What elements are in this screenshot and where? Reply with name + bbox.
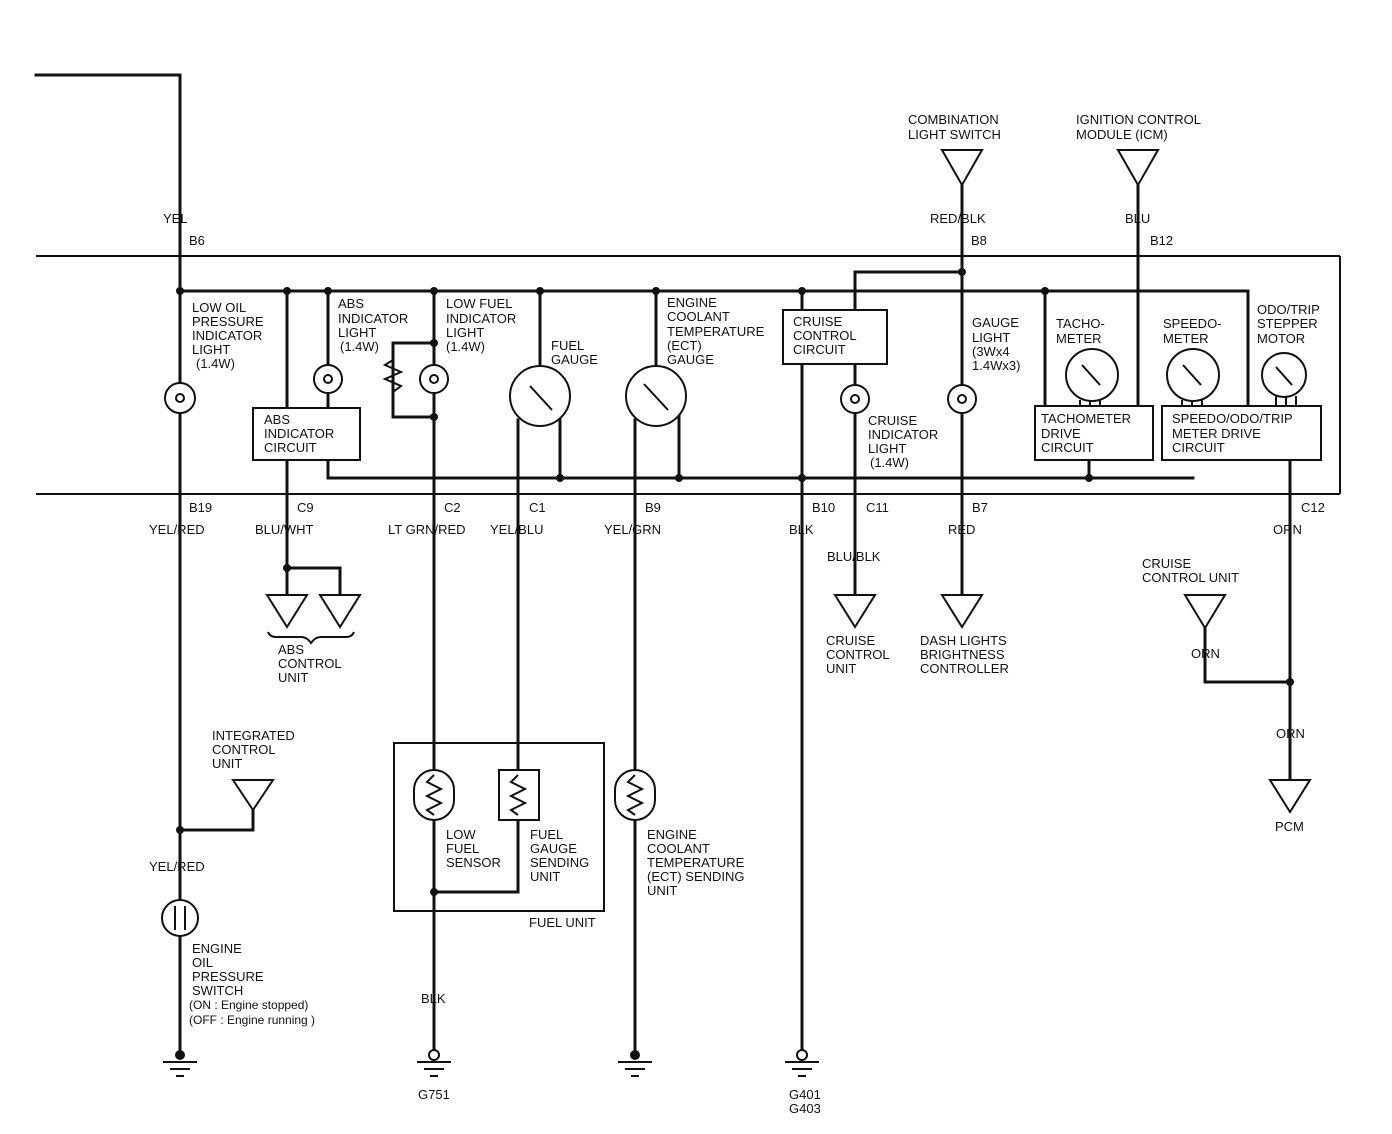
speedo-drive-circuit-box (1161, 405, 1322, 461)
tachometer-meter (1065, 348, 1119, 408)
cruise-circuit-label: CRUISE CONTROL CIRCUIT (793, 314, 860, 357)
connector-c12: C12 (1301, 500, 1325, 515)
low-fuel-resistor (382, 359, 404, 393)
destination-triangles (231, 594, 1312, 814)
wire-blk-lower: BLK (421, 991, 446, 1006)
connector-b9: B9 (645, 500, 661, 515)
wire-yel-red: YEL/RED (149, 522, 205, 537)
ect-gauge-meter (625, 365, 687, 427)
connector-b10: B10 (812, 500, 835, 515)
gauge-light-label: GAUGE LIGHT (3Wx4 1.4Wx3) (972, 315, 1023, 373)
cruise-light-label: CRUISE INDICATOR LIGHT (1.4W) (868, 413, 942, 470)
cruise-control-circuit-box (782, 309, 888, 365)
ground-g403-label: G403 (789, 1101, 821, 1116)
ground-g401-label: G401 (789, 1087, 821, 1102)
connector-c11: C11 (866, 500, 889, 515)
low-oil-bulb (164, 382, 196, 414)
connector-c9: C9 (297, 500, 314, 515)
pcm-label: PCM (1275, 819, 1304, 834)
combination-light-switch-label: COMBINATION LIGHT SWITCH (908, 112, 1002, 142)
connector-b7: B7 (972, 500, 988, 515)
connector-c2: C2 (444, 500, 461, 515)
icm-label: IGNITION CONTROL MODULE (ICM) (1076, 112, 1204, 142)
odo-stepper-motor (1261, 352, 1307, 408)
wire-orn-pcm: ORN (1276, 726, 1305, 741)
cruise-indicator-bulb (840, 384, 870, 414)
odo-motor-label: ODO/TRIP STEPPER MOTOR (1257, 302, 1323, 346)
wire-orn: ORN (1273, 522, 1302, 537)
connector-b12: B12 (1150, 233, 1173, 248)
speedometer-meter (1166, 348, 1220, 408)
connector-b8: B8 (971, 233, 987, 248)
wire-blk: BLK (789, 522, 814, 537)
wire-blu-blk: BLU/BLK (827, 549, 881, 564)
connector-b6: B6 (189, 233, 205, 248)
low-oil-light-label: LOW OIL PRESSURE INDICATOR LIGHT (1.4W) (192, 300, 267, 371)
low-fuel-light-label: LOW FUEL INDICATOR LIGHT (1.4W) (446, 296, 520, 354)
oil-pressure-switch-element (161, 899, 199, 937)
wire-yel-red-lower: YEL/RED (149, 859, 205, 874)
ground-g751-label: G751 (418, 1087, 450, 1102)
gauge-assembly-outline (36, 255, 1341, 495)
oil-pressure-switch-states: (ON : Engine stopped) (OFF : Engine runn… (189, 998, 315, 1027)
cruise-control-unit-right-label: CRUISE CONTROL UNIT (1142, 556, 1239, 585)
abs-indicator-circuit-box (252, 407, 361, 461)
fuel-gauge-meter (509, 365, 571, 427)
integrated-control-unit-label: INTEGRATED CONTROL UNIT (212, 728, 298, 771)
wire-blu: BLU (1125, 211, 1150, 226)
wire-yel: YEL (163, 211, 188, 226)
wire-yel-grn: YEL/GRN (604, 522, 661, 537)
gauge-light-bulb (947, 384, 977, 414)
wire-lt-grn-red: LT GRN/RED (388, 522, 466, 537)
junction-dots (176, 268, 1294, 896)
ect-sending-unit-label: ENGINE COOLANT TEMPERATURE (ECT) SENDING… (647, 827, 748, 898)
ect-gauge-label: ENGINE COOLANT TEMPERATURE (ECT) GAUGE (667, 295, 768, 367)
dash-lights-controller-label: DASH LIGHTS BRIGHTNESS CONTROLLER (920, 633, 1010, 676)
wire-red: RED (948, 522, 975, 537)
abs-control-unit-label: ABS CONTROL UNIT (278, 642, 345, 685)
wire-blu-wht: BLU/WHT (255, 522, 314, 537)
connector-b19: B19 (189, 500, 212, 515)
wire-orn-cruise: ORN (1191, 646, 1220, 661)
speedo-drive-label: SPEEDO/ODO/TRIP METER DRIVE CIRCUIT (1172, 411, 1296, 455)
low-fuel-bulb (419, 364, 449, 394)
ect-sending-unit-element (614, 769, 656, 821)
oil-pressure-switch-label: ENGINE OIL PRESSURE SWITCH (192, 941, 267, 998)
ground-oil-switch (163, 1050, 197, 1077)
cruise-control-unit-label: CRUISE CONTROL UNIT (826, 633, 893, 676)
wire-yel-blu: YEL/BLU (490, 522, 543, 537)
tachometer-drive-circuit-box (1034, 405, 1154, 461)
abs-light-label: ABS INDICATOR LIGHT (1.4W) (338, 296, 412, 354)
ground-g751 (417, 1049, 451, 1077)
source-triangles (940, 149, 1160, 188)
ground-ect (618, 1050, 652, 1077)
tachometer-label: TACHO- METER (1056, 316, 1109, 346)
wiring (34, 73, 1292, 1057)
low-fuel-sensor-element (413, 769, 455, 821)
tach-drive-label: TACHOMETER DRIVE CIRCUIT (1041, 411, 1135, 455)
fuel-unit-label: FUEL UNIT (529, 915, 596, 930)
abs-indicator-bulb (313, 364, 343, 394)
ground-g401-g403 (785, 1049, 819, 1077)
fuel-gauge-label: FUEL GAUGE (551, 338, 598, 367)
connector-c1: C1 (529, 500, 546, 515)
low-fuel-sensor-label: LOW FUEL SENSOR (446, 827, 501, 870)
fuel-sending-unit-label: FUEL GAUGE SENDING UNIT (530, 827, 593, 884)
fuel-sending-unit-element (498, 769, 540, 821)
abs-circuit-label: ABS INDICATOR CIRCUIT (264, 412, 338, 455)
fuel-unit-box (393, 742, 605, 912)
wire-red-blk: RED/BLK (930, 211, 986, 226)
speedometer-label: SPEEDO- METER (1163, 316, 1225, 346)
